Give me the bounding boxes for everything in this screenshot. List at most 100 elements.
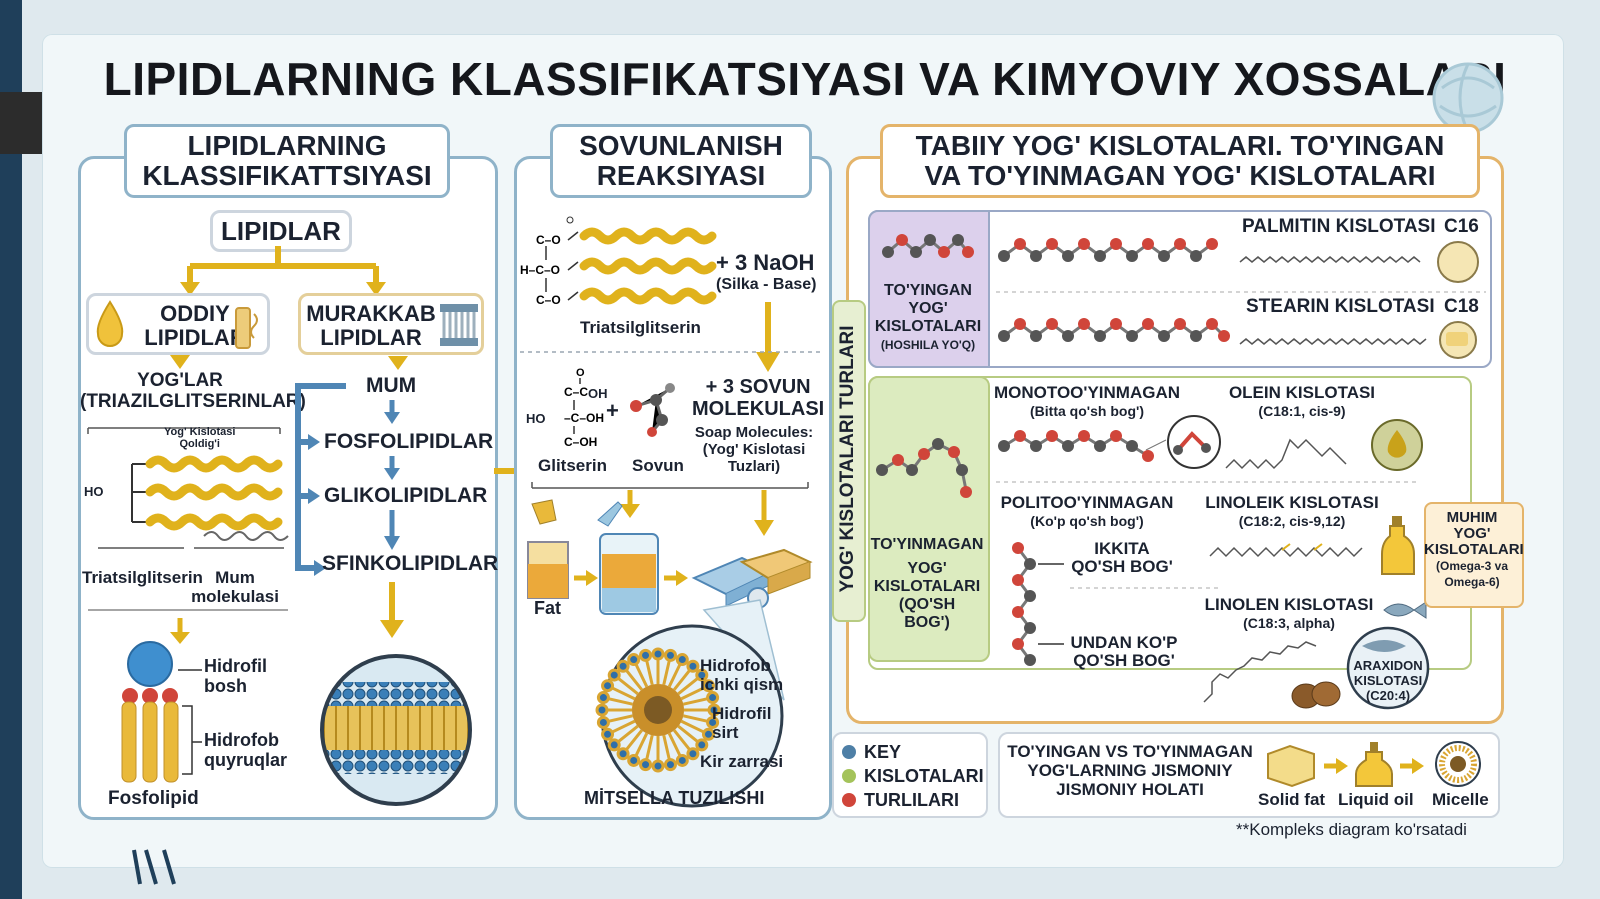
micelle-ray (606, 696, 633, 706)
saturated-category-label: TO'YINGAN YOG' KISLOTALARI (HOSHILA YO'Q… (868, 282, 988, 354)
comparison-title-line2: YOG'LARNING JISMONIY (1027, 761, 1233, 780)
saturated-line2: YOG' (908, 300, 948, 317)
micelle-ray (634, 662, 649, 688)
polyunsaturated-label: POLITOO'YINMAGAN (Ko'p qo'sh bog') (998, 494, 1176, 530)
soap-molecules-label: + 3 SOVUN MOLEKULASI (692, 376, 824, 420)
unsaturated-category-label: TO'YINMAGAN YOG' KISLOTALARI (QO'SH BOG'… (868, 536, 986, 632)
micelle-hydrophilic-line2: sirt (712, 723, 739, 742)
svg-text:C–OH: C–OH (564, 435, 597, 449)
two-double-line2: QO'SH BOG' (1071, 557, 1173, 576)
essential-fatty-acids-box (1424, 502, 1524, 608)
simple-lipids-line1: ODDIY (160, 301, 230, 326)
root-split-arrows (180, 246, 386, 296)
micelle-head (706, 715, 720, 729)
fat-label: Fat (534, 598, 561, 618)
micelle-head (706, 691, 720, 705)
palmitic-acid-chain (998, 238, 1218, 262)
micelle-head (686, 659, 700, 673)
fatty-acid-residue-label: Yog' Kislotasi Qoldig'i (164, 426, 235, 450)
fats-label: YOG'LAR (TRIAZILGLITSERINLAR) (80, 370, 306, 412)
essential-line5: Omega-6) (1444, 575, 1500, 589)
micelle-head (616, 747, 630, 761)
oil-drop-icon (96, 300, 124, 347)
linolenic-line2: (C18:3, alpha) (1243, 615, 1335, 631)
poly-line2: (Ko'p qo'sh bog') (1030, 513, 1144, 529)
legend-label: TURLILARI (864, 789, 959, 810)
micelle-head (627, 753, 641, 767)
micelle-ray (677, 725, 700, 744)
soap-molecules-line1: + 3 SOVUN (705, 376, 811, 398)
legend-swatch (842, 769, 856, 783)
legend-box (832, 732, 988, 818)
micelle-head (701, 727, 715, 741)
state-transition-icons (1267, 741, 1481, 788)
poly-line1: POLITOO'YINMAGAN (1000, 493, 1174, 512)
liquid-oil-label: Liquid oil (1338, 790, 1414, 809)
fatty-acids-title: TABIIY YOG' KISLOTALARI. TO'YINGAN VA TO… (880, 124, 1480, 198)
oh-label: OH (588, 386, 608, 401)
micelle-ray (680, 686, 706, 701)
micelle-ray (634, 732, 649, 758)
micelle-hydrophobic-line1: Hidrofob (700, 656, 771, 675)
vertical-label-bar (832, 300, 866, 622)
saponification-triglyceride: H–C–O C–O C–O (520, 216, 717, 307)
arachidonic-acid-label: ARAXIDON KISLOTASI (C20:4) (1346, 658, 1430, 703)
legend-swatch (842, 793, 856, 807)
arachidonic-line2: KISLOTASI (1353, 673, 1423, 688)
essential-line1: MUHIM (1446, 509, 1498, 526)
micelle-head (607, 668, 621, 682)
comparison-box (998, 732, 1500, 818)
page-title: LIPIDLARNING KLASSIFIKATSIYASI VA KIMYOV… (103, 53, 1507, 105)
saturated-line3: KISLOTALARI (874, 318, 982, 335)
micelle-head (663, 648, 677, 662)
micelle-diagram (595, 599, 785, 808)
saturated-line1: TO'YINGAN (884, 282, 972, 299)
complex-item-phospholipids: FOSFOLIPIDLAR (324, 430, 494, 453)
fats-label-line2: (TRIAZILGLITSERINLAR) (80, 391, 306, 412)
lipids-root-box: LIPIDLAR (210, 210, 352, 252)
palmitic-acid-label: PALMITIN KISLOTASI (1242, 216, 1436, 237)
micelle-head (596, 715, 610, 729)
saturated-line4: (HOSHILA YO'Q) (880, 338, 976, 352)
residue-label-line1: Yog' Kislotasi (164, 426, 236, 438)
micelle-head (675, 753, 689, 767)
classification-title-line1: LIPIDLARNING (187, 130, 387, 161)
micelle-ray (662, 658, 672, 685)
two-double-bonds-label: IKKITA QO'SH BOG' (1066, 540, 1178, 576)
svg-text:O: O (576, 367, 585, 379)
soap-en-line3: Tuzlari) (727, 458, 781, 475)
solid-fat-icon (1437, 241, 1479, 283)
unsaturated-line4: (QO'SH (898, 596, 956, 613)
micelle-ray (624, 729, 643, 752)
micelle-ray (610, 686, 636, 701)
fatty-acids-title-line1: TABIIY YOG' KISLOTALARI. TO'YINGAN (915, 130, 1445, 161)
micelle-ray (673, 729, 692, 752)
unsaturated-line1: TO'YINMAGAN (870, 536, 984, 553)
walnut-icon (1291, 681, 1341, 709)
essential-line2: YOG' (1453, 525, 1491, 542)
ho-group-label: HO (84, 484, 104, 499)
micelle-head (701, 679, 715, 693)
membrane-icon (440, 304, 478, 346)
mono-line2: (Bitta qo'sh bog') (1030, 403, 1144, 419)
legend-item: KISLOTALARI (842, 764, 984, 788)
hydrophobic-label-line2: quyruqlar (204, 750, 288, 770)
linoleic-acid-label: LINOLEIK KISLOTASI (C18:2, cis-9,12) (1204, 494, 1380, 530)
unsaturated-category-box (868, 376, 990, 662)
linolenic-skeletal (1203, 641, 1317, 703)
saponification-divider (520, 351, 820, 353)
dirt-particle-label: Kir zarrasi (700, 752, 784, 771)
oleic-acid-chain (998, 415, 1221, 469)
svg-text:C–O: C–O (536, 293, 561, 307)
micelle-head (707, 703, 721, 717)
lipid-bilayer-sphere (320, 654, 472, 806)
soap-label: Sovun (632, 456, 684, 475)
micelle-ray (616, 676, 639, 695)
legend-label: KEY (864, 741, 902, 762)
svg-text:–C–OH: –C–OH (564, 411, 604, 425)
svg-text:C–C: C–C (564, 385, 588, 399)
classification-title: LIPIDLARNING KLASSIFIKATTSIYASI (124, 124, 450, 198)
micelle-ray (667, 732, 682, 758)
classification-title-line2: KLASSIFIKATTSIYASI (142, 160, 432, 191)
glycerol-label: Glitserin (538, 456, 607, 475)
